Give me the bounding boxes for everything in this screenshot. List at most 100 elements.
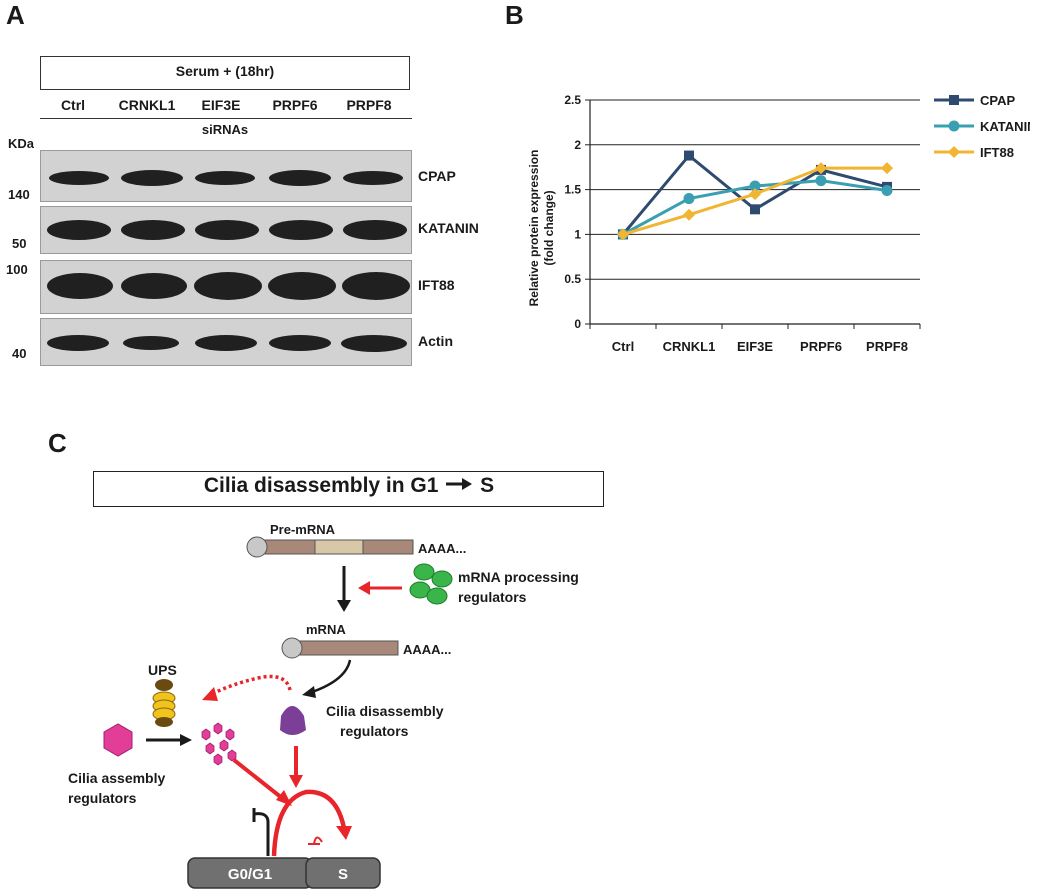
marker-ift88: 100 [6, 262, 28, 277]
blot-cpap [40, 150, 412, 202]
point-katanin-3 [815, 175, 827, 187]
panel-c-title: Cilia disassembly in G1 S [93, 474, 605, 498]
legend-marker-ift88 [948, 146, 960, 158]
lane-label-prpf6: PRPF6 [272, 97, 318, 113]
chart-axes [585, 99, 921, 329]
y-tick-label-2: 1 [574, 227, 581, 241]
mrna-strand [299, 640, 399, 656]
regulator-arrow-head [289, 775, 303, 788]
title-s: S [480, 474, 495, 497]
serum-header-box [40, 56, 410, 90]
marker-cpap: 140 [8, 187, 30, 202]
point-cpap-1 [684, 150, 694, 161]
g0g1-label: G0/G1 [228, 866, 272, 883]
legend-marker-katanin [948, 120, 960, 132]
point-ift88-3 [815, 162, 827, 175]
mrna-processing-regulators-icon [409, 563, 453, 605]
pre-mrna-intron [314, 539, 364, 555]
chart-y-axis-label-line2: (fold change) [542, 190, 556, 265]
mrna-cap-icon [281, 637, 303, 659]
marker-katanin: 50 [12, 236, 27, 251]
x-tick-label-prpf6: PRPF6 [800, 339, 842, 354]
processing-arrow-head [358, 581, 370, 595]
inhibition-symbol [253, 812, 270, 856]
splicing-arrow-head [337, 600, 351, 612]
point-ift88-1 [683, 208, 695, 221]
point-ift88-4 [881, 162, 893, 175]
assembly-arrow-head [180, 734, 192, 746]
legend-label-ift88: IFT88 [980, 145, 1014, 160]
protein-label-ift88: IFT88 [418, 277, 455, 293]
pathway-diagram: Pre-mRNA AAAA... mRNA processing regulat… [68, 522, 579, 889]
cilia-disassembly-label-1: Cilia disassembly [326, 703, 444, 719]
pre-mrna-exon-1 [264, 539, 316, 555]
panel-c-letter: C [48, 428, 67, 458]
title-text: Cilia disassembly in G1 [203, 474, 439, 497]
chart-y-tick-labels: 0 0.5 1 1.5 2 2.5 [564, 93, 581, 331]
legend-label-katanin: KATANIN [980, 119, 1030, 134]
cilia-disassembly-regulator-icon [280, 706, 306, 735]
small-red-inhibition [313, 836, 323, 845]
y-tick-label-3: 1.5 [564, 183, 581, 197]
degradation-arrow-head [202, 687, 218, 701]
mrna-polya: AAAA... [403, 642, 451, 657]
pre-mrna-label: Pre-mRNA [270, 522, 336, 537]
lane-label-prpf8: PRPF8 [346, 97, 392, 113]
point-katanin-2 [749, 180, 761, 192]
marker-actin: 40 [12, 346, 27, 361]
chart-series [617, 150, 893, 241]
panel-c-title-box [93, 471, 604, 507]
translation-arrow-head [302, 686, 316, 698]
x-tick-label-eif3e: EIF3E [737, 339, 773, 354]
x-tick-label-crnkl1: CRNKL1 [663, 339, 716, 354]
blot-ift88 [40, 260, 412, 314]
y-tick-label-5: 2.5 [564, 93, 581, 107]
chart-gridlines [590, 99, 920, 280]
cilia-assembly-label-2: regulators [68, 790, 137, 806]
blot-katanin [40, 206, 412, 254]
pre-mrna-polya: AAAA... [418, 541, 466, 556]
serum-header-label: Serum + (18hr) [175, 63, 275, 79]
mrna-label: mRNA [306, 622, 346, 637]
chart-legend: CPAP KATANIN IFT88 [934, 93, 1030, 160]
lane-label-eif3e: EIF3E [201, 97, 241, 113]
lane-label-ctrl: Ctrl [60, 97, 86, 113]
mrna-processing-label-1: mRNA processing [458, 569, 579, 585]
y-tick-label-4: 2 [574, 138, 581, 152]
mrna-processing-label-2: regulators [458, 589, 527, 605]
s-label: S [338, 866, 348, 883]
x-tick-label-ctrl: Ctrl [612, 339, 634, 354]
cilia-disassembly-label-2: regulators [340, 723, 409, 739]
legend-label-cpap: CPAP [980, 93, 1015, 108]
translation-arrow [311, 659, 352, 694]
progression-arrow-head [336, 826, 352, 840]
degraded-fragments-icon [201, 722, 237, 766]
degradation-dotted-arrow [211, 674, 292, 696]
cilia-assembly-label-1: Cilia assembly [68, 770, 165, 786]
y-tick-label-0: 0 [574, 317, 581, 331]
title-arrow-icon [444, 474, 474, 498]
kda-label: KDa [8, 136, 35, 151]
protein-label-katanin: KATANIN [418, 220, 479, 236]
point-katanin-4 [881, 184, 893, 196]
proteasome-icon [152, 679, 176, 727]
protein-label-cpap: CPAP [418, 168, 456, 184]
s-box [305, 857, 381, 889]
lane-label-crnkl1: CRNKL1 [118, 97, 176, 113]
pre-mrna-exon-2 [362, 539, 414, 555]
ups-label: UPS [148, 662, 177, 678]
y-tick-label-1: 0.5 [564, 272, 581, 286]
cilia-assembly-regulator-icon [103, 723, 133, 757]
point-cpap-2 [750, 204, 760, 215]
point-katanin-1 [683, 193, 695, 205]
point-ift88-0 [617, 228, 629, 241]
protein-label-actin: Actin [418, 333, 453, 349]
chart-y-axis-label-line1: Relative protein expression [527, 150, 541, 307]
pre-mrna-cap-icon [246, 536, 268, 558]
legend-marker-cpap [949, 95, 959, 105]
lane-divider [40, 118, 412, 119]
sirna-label: siRNAs [201, 122, 249, 137]
cell-cycle-progression-arrow [271, 789, 347, 857]
